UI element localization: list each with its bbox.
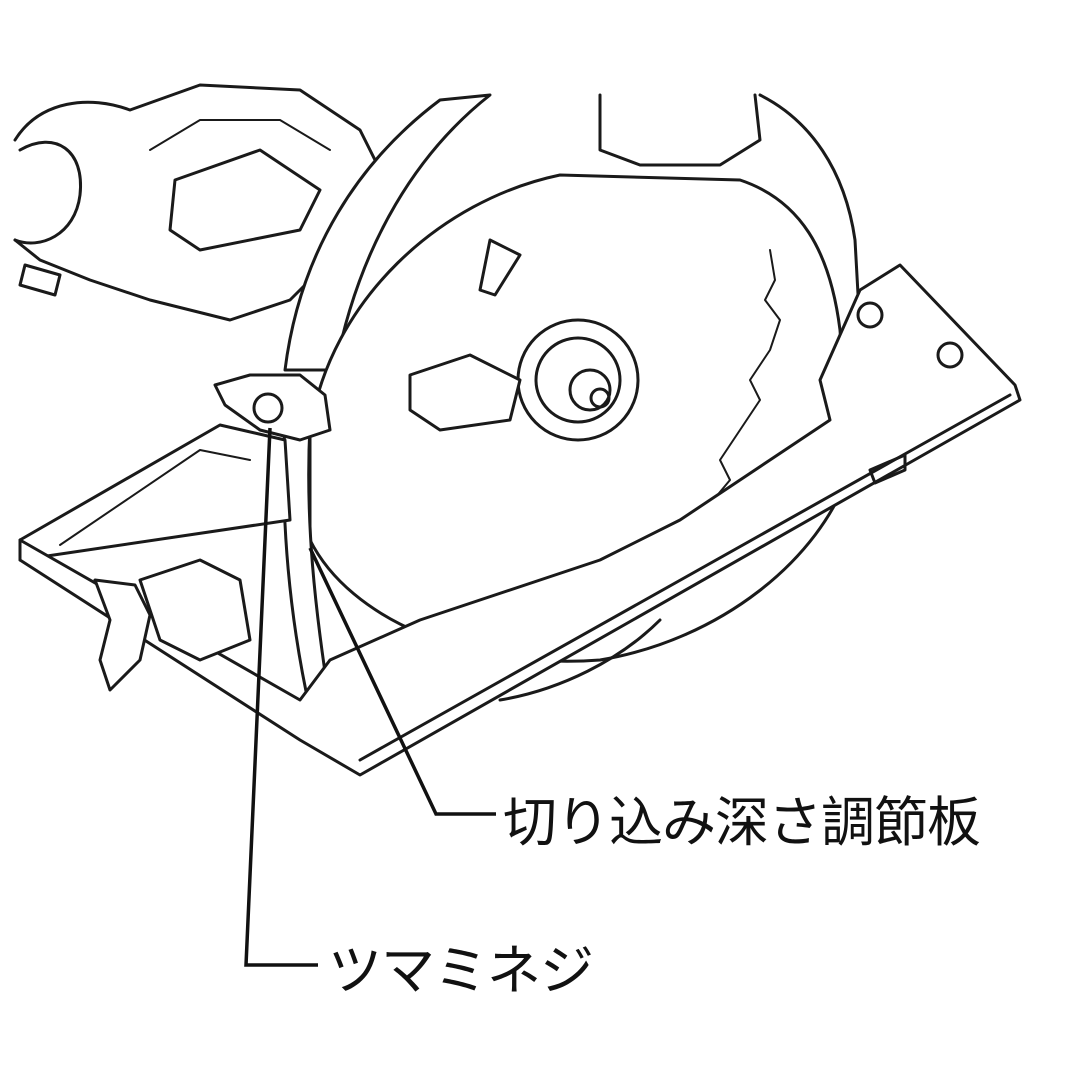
knob-screw-label: ツマミネジ <box>328 939 594 1002</box>
knob-screw <box>213 373 332 442</box>
base-plate <box>18 263 1022 777</box>
leader-line-depth-plate <box>308 547 496 816</box>
depth-plate-label: 切り込み深さ調節板 <box>503 791 981 854</box>
motor-housing <box>13 83 392 322</box>
leader-line-knob-screw <box>244 427 318 967</box>
depth-adjustment-plate <box>282 353 522 712</box>
